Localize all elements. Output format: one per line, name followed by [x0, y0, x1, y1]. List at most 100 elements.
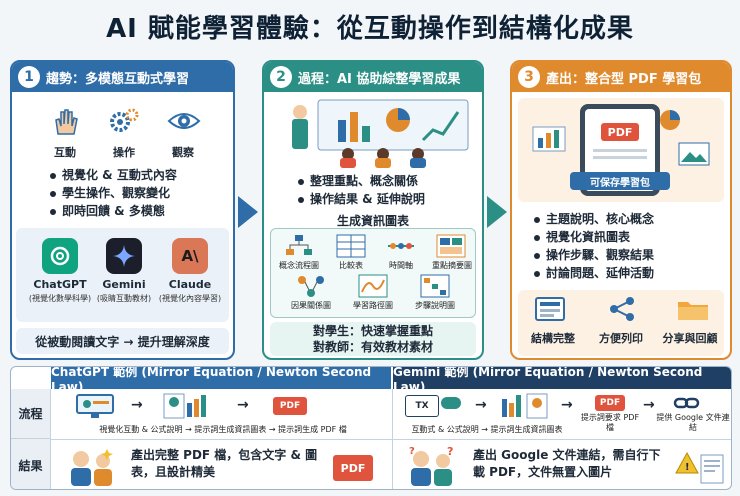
chatgpt-result-text: 產出完整 PDF 檔，包含文字 & 圖表，且設計精美 — [131, 448, 318, 479]
row-label-result: 結果 — [11, 439, 51, 489]
text-input-icon: TX — [405, 395, 439, 417]
chart-type-label: 因果關係圖 — [291, 301, 331, 310]
output-bullet: 視覺化資訊圖表 — [546, 230, 631, 244]
svg-text:?: ? — [409, 446, 415, 457]
gemini-example-header: Gemini 範例 (Mirror Equation / Newton Seco… — [393, 367, 731, 394]
chart-sheet-icon — [163, 393, 206, 419]
page-title: AI 賦能學習體驗：從互動操作到結構化成果 — [106, 13, 634, 44]
tool-sub-claude: (視覺化內容學習) — [158, 294, 222, 303]
step-guide-icon — [420, 274, 450, 298]
arrow-icon: → — [131, 397, 143, 413]
structure-icon — [535, 297, 565, 321]
pie-chart-icon — [660, 110, 680, 130]
panel-process-title: 過程：AI 協助綜整學習成果 — [298, 71, 461, 87]
flow-arrow-icon — [238, 196, 258, 228]
step-number: 1 — [18, 66, 40, 88]
warning-document-icon: ! — [675, 451, 724, 484]
output-bullets: 主題說明、核心概念 視覺化資訊圖表 操作步驟、觀察結果 討論問題、延伸活動 — [534, 210, 654, 282]
panel-output-title: 產出：整合型 PDF 學習包 — [546, 71, 702, 87]
panel-process-header: 2 過程：AI 協助綜整學習成果 — [264, 62, 482, 92]
bar-chart-icon — [532, 126, 566, 152]
icon-label-interact: 互動 — [54, 146, 76, 159]
icon-label-observe: 觀察 — [172, 146, 194, 159]
pdf-icon: PDF — [595, 395, 625, 411]
gears-icon — [110, 108, 139, 132]
svg-text:?: ? — [447, 445, 453, 458]
save-package-badge: 可保存學習包 — [570, 172, 670, 190]
panel-trend-header: 1 趨勢：多模態互動式學習 — [12, 62, 233, 92]
claude-logo-icon: A\ — [172, 238, 208, 274]
panel-trend: 1 趨勢：多模態互動式學習 互動 操作 觀察 視覺化 & 互動式內容 學生操作、… — [10, 60, 235, 360]
process-bullet: 操作結果 & 延伸說明 — [310, 192, 425, 206]
comparison-table-icon — [336, 234, 366, 258]
link-icon — [673, 397, 700, 409]
trend-bullet: 視覺化 & 互動式內容 — [62, 168, 177, 182]
chart-type-label: 重點摘要圖 — [432, 261, 472, 270]
footer-students: 對學生：快速掌握重點 — [312, 324, 433, 338]
step-number: 3 — [518, 66, 540, 88]
step-number: 2 — [270, 66, 292, 88]
arrow-icon: → — [643, 397, 655, 413]
chart-type-label: 比較表 — [339, 261, 363, 270]
pdf-icon: PDF — [333, 455, 373, 481]
process-bullets: 整理重點、概念關係 操作結果 & 延伸說明 — [298, 172, 425, 208]
output-bullet: 討論問題、延伸活動 — [546, 266, 655, 280]
chart-type-label: 步驟說明圖 — [415, 301, 455, 310]
arrow-icon: → — [561, 397, 573, 413]
gemini-result-text: 產出 Google 文件連結，需自行下載 PDF，文件無置入圖片 — [473, 448, 661, 479]
classroom-illustration-icon — [292, 99, 469, 168]
footer-label-share: 分享與回顧 — [662, 332, 718, 345]
tool-name-chatgpt: ChatGPT — [33, 278, 87, 291]
flow-arrow-icon — [487, 196, 507, 228]
process-bullet: 整理重點、概念關係 — [310, 174, 419, 188]
image-icon — [678, 142, 710, 166]
eye-icon — [167, 113, 201, 129]
chatgpt-logo-icon — [42, 238, 78, 274]
hand-icon — [55, 109, 78, 135]
output-bullet: 主題說明、核心概念 — [546, 212, 655, 226]
learning-path-icon — [358, 274, 388, 298]
panel-trend-title: 趨勢：多模態互動式學習 — [46, 71, 190, 87]
flowchart-icon — [286, 235, 312, 255]
chart-type-label: 時間軸 — [389, 261, 413, 270]
folder-icon — [678, 302, 708, 320]
panel-output: 3 產出：整合型 PDF 學習包 PDF 可保存學習包 主題說明、核心概念 視覺… — [510, 60, 732, 360]
panel-output-header: 3 產出：整合型 PDF 學習包 — [512, 62, 730, 92]
happy-people-icon — [71, 449, 113, 486]
trend-footer: 從被動閱讀文字 → 提升理解深度 — [16, 328, 229, 354]
trend-bullets: 視覺化 & 互動式內容 學生操作、觀察變化 即時回饋 & 多模態 — [50, 166, 177, 220]
process-footer: 對學生：快速掌握重點 對教師：有效教材素材 — [270, 322, 476, 356]
examples-comparison: ChatGPT 範例 (Mirror Equation / Newton Sec… — [10, 366, 732, 490]
tool-sub-chatgpt: (視覺化數學科學) — [28, 294, 92, 303]
share-icon — [610, 297, 634, 321]
panel-process: 2 過程：AI 協助綜整學習成果 整理重點、概念關係 操作結果 & 延伸說明 生… — [262, 60, 484, 360]
generate-charts-title: 生成資訊圖表 — [336, 214, 409, 228]
arrow-icon: → — [237, 397, 249, 413]
tool-sub-gemini: (吸睛互動教材) — [96, 294, 152, 303]
footer-teachers: 對教師：有效教材素材 — [312, 340, 433, 354]
chatgpt-flow-text: 視覺化互動 & 公式說明 → 提示詞生成資訊圖表 → 提示詞生成 PDF 檔 — [99, 425, 347, 434]
trend-bullet: 即時回饋 & 多模態 — [62, 204, 165, 218]
confused-people-icon: ?? — [409, 445, 453, 486]
toggle-icon — [441, 397, 461, 409]
gemini-link-text: 提供 Google 文件連結 — [656, 413, 730, 432]
chart-sheet-icon — [502, 393, 548, 419]
svg-text:!: ! — [685, 462, 690, 473]
timeline-icon — [388, 243, 414, 249]
monitor-icon — [76, 394, 114, 418]
gemini-request-text: 提示詞要求 PDF 檔 — [580, 413, 640, 432]
tool-name-claude: Claude — [168, 278, 212, 291]
footer-label-structure: 結構完整 — [531, 332, 575, 345]
row-label-flow: 流程 — [11, 389, 51, 439]
chart-type-label: 概念流程圖 — [279, 261, 319, 270]
trend-bullet: 學生操作、觀察變化 — [62, 186, 171, 200]
chart-type-label: 學習路徑圖 — [353, 301, 393, 310]
summary-diagram-icon — [436, 234, 466, 258]
cause-effect-icon — [298, 276, 324, 297]
output-bullet: 操作步驟、觀察結果 — [546, 248, 655, 262]
arrow-icon: → — [475, 397, 487, 413]
footer-label-print: 方便列印 — [599, 332, 643, 345]
pdf-icon: PDF — [601, 123, 639, 141]
gemini-logo-icon — [106, 238, 142, 274]
icon-label-operate: 操作 — [113, 146, 135, 159]
